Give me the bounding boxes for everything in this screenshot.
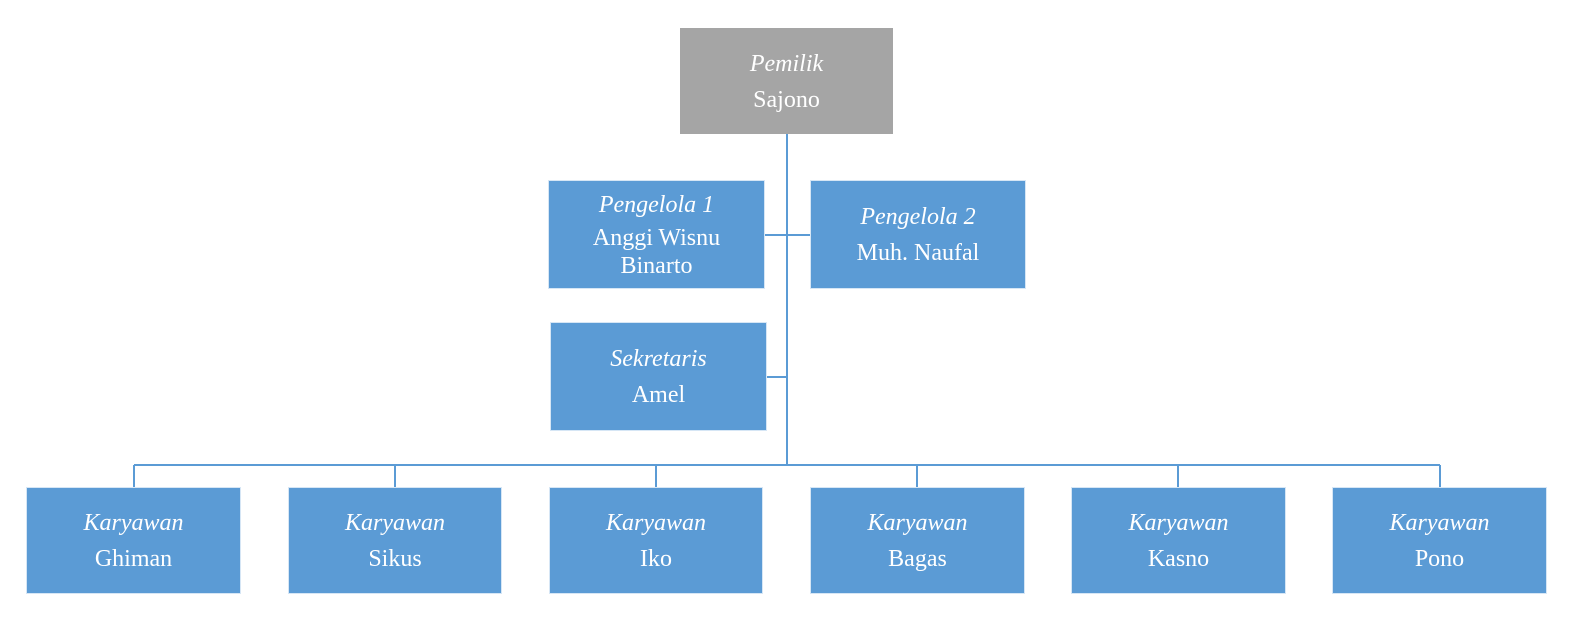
employee-5-box: Karyawan Kasno [1071, 487, 1286, 594]
manager-2-role: Pengelola 2 [860, 204, 976, 230]
employee-1-role: Karyawan [83, 510, 184, 536]
employee-5-role: Karyawan [1128, 510, 1229, 536]
employee-2-role: Karyawan [344, 510, 445, 536]
secretary-box: Sekretaris Amel [550, 322, 767, 431]
employee-6-box: Karyawan Pono [1332, 487, 1547, 594]
manager-1-box: Pengelola 1 Anggi Wisnu Binarto [548, 180, 765, 289]
employee-2-name: Sikus [368, 546, 422, 572]
employee-3-role: Karyawan [605, 510, 706, 536]
employee-4-role: Karyawan [867, 510, 968, 536]
manager-2-box: Pengelola 2 Muh. Naufal [810, 180, 1026, 289]
owner-name: Sajono [753, 86, 820, 113]
secretary-role: Sekretaris [610, 346, 707, 372]
owner-box: Pemilik Sajono [680, 28, 893, 134]
manager-1-role: Pengelola 1 [598, 191, 715, 218]
employee-2-box: Karyawan Sikus [288, 487, 502, 594]
manager-2-name: Muh. Naufal [856, 240, 980, 266]
manager-1-name: Anggi Wisnu Binarto [592, 224, 721, 279]
employee-3-name: Iko [640, 546, 672, 572]
secretary-name: Amel [631, 382, 686, 408]
employee-4-name: Bagas [888, 546, 947, 572]
employee-6-role: Karyawan [1389, 510, 1490, 536]
owner-role: Pemilik [749, 50, 824, 77]
employee-6-name: Pono [1414, 546, 1465, 572]
employee-1-box: Karyawan Ghiman [26, 487, 241, 594]
employee-4-box: Karyawan Bagas [810, 487, 1025, 594]
employee-3-box: Karyawan Iko [549, 487, 763, 594]
employee-5-name: Kasno [1147, 546, 1210, 572]
employee-1-name: Ghiman [94, 546, 173, 572]
